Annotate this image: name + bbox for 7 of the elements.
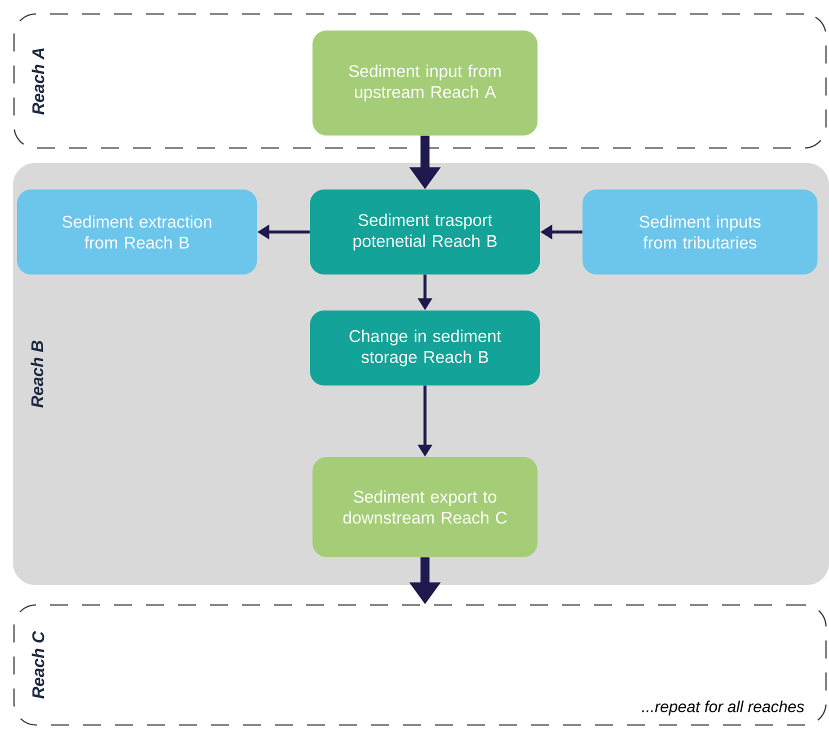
note-text: ...repeat for all reaches — [642, 700, 804, 716]
process-box: Sediment extraction from Reach B — [17, 190, 257, 274]
process-box: Sediment export to downstream Reach C — [312, 457, 538, 557]
process-box: Sediment input from upstream Reach A — [312, 30, 538, 136]
process-box: Change in sediment storage Reach B — [310, 310, 540, 386]
process-box: Sediment trasport potenetial Reach B — [310, 190, 540, 274]
process-box: Sediment inputs from tributaries — [582, 190, 818, 274]
